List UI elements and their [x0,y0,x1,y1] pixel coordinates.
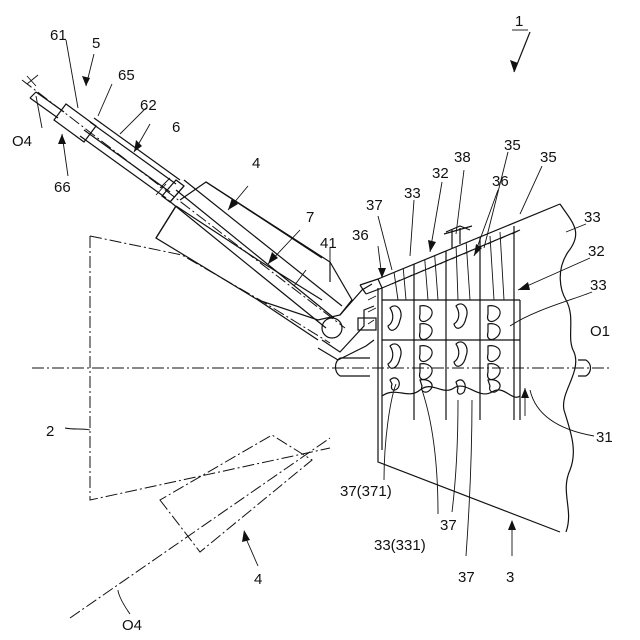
bracket-38 [444,226,472,248]
label-37-top: 37 [366,197,383,214]
label-33-right-top: 33 [584,209,601,226]
tube-62 [80,118,180,198]
label-33-top: 33 [404,185,421,202]
nozzle-7 [168,180,342,338]
label-o4-bottom: O4 [122,617,142,634]
label-3: 3 [506,569,514,586]
blade-rows [382,226,520,420]
axis-o4-upper [22,80,345,328]
label-4-bottom: 4 [254,571,262,588]
airfoils [388,304,500,394]
label-32-top: 32 [432,165,449,182]
label-66: 66 [54,179,71,196]
label-33-331: 33(331) [374,537,426,554]
label-5: 5 [92,35,100,52]
label-7: 7 [306,209,314,226]
housing-hatch [368,231,518,324]
label-32-right: 32 [588,243,605,260]
rotor-shaft [336,358,591,376]
label-o4-top: O4 [12,133,32,150]
label-o1: O1 [590,323,610,340]
axis-o4-tick [27,75,38,86]
label-37-mid: 37 [440,517,457,534]
label-61: 61 [50,27,67,44]
burner-housing-lower [160,435,312,552]
label-36-right: 36 [492,173,509,190]
label-37-bottom: 37 [458,569,475,586]
axis-o4-lower [70,438,330,618]
label-62: 62 [140,97,157,114]
duct-41 [318,284,376,360]
label-2: 2 [46,423,54,440]
label-35-right: 35 [540,149,557,166]
label-33-right: 33 [590,277,607,294]
arrow-1 [510,32,530,72]
label-31: 31 [596,429,613,446]
label-1: 1 [515,13,523,30]
label-4-top: 4 [252,155,260,172]
label-65: 65 [118,67,135,84]
label-35-left: 35 [504,137,521,154]
label-36-left: 36 [352,227,369,244]
label-41: 41 [320,235,337,252]
label-37-371: 37(371) [340,483,392,500]
label-38: 38 [454,149,471,166]
label-6: 6 [172,119,180,136]
leader-lines [36,40,594,614]
